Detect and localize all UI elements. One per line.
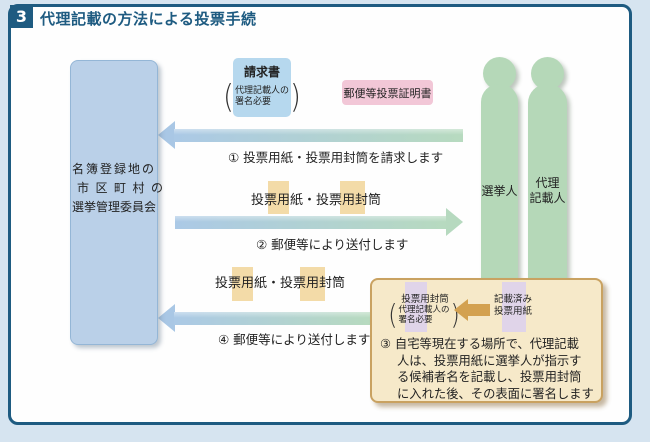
committee-line-1: 名簿登録地の: [71, 162, 156, 176]
envelope-note-text: 代理記載人の 署名必要: [398, 305, 449, 325]
arrow-body: [467, 304, 490, 316]
request-note-line-1: 代理記載人の: [234, 85, 289, 96]
step1-label: ① 投票用紙・投票用封筒を請求します: [228, 150, 444, 165]
request-note-text: 代理記載人の 署名必要: [235, 86, 289, 108]
step3-box: 投票用封筒 ( 代理記載人の 署名必要 ) 記載済み 投票用紙 ③ 自宅等現在す…: [370, 278, 603, 403]
arrow-head-left-icon: [158, 304, 175, 332]
arrow-body: [174, 128, 463, 142]
arrow-head-right-icon: [446, 208, 463, 236]
transfer-arrow-left: [454, 299, 490, 321]
open-paren: (: [223, 77, 234, 116]
arrow-step4-left: [158, 304, 370, 332]
ballot-highlight: [268, 181, 289, 214]
mid-item-label: 投票用紙・投票用封筒: [251, 193, 382, 208]
low-item-label: 投票用紙・投票用封筒: [215, 276, 346, 291]
step3-line-2: 人は、投票用紙に選挙人が指示す: [397, 353, 582, 368]
request-note-line-2: 署名必要: [234, 96, 271, 107]
arrow-body: [174, 311, 370, 325]
arrow-body: [175, 215, 447, 229]
arrow-step2-right: [175, 208, 463, 236]
close-paren: ): [290, 77, 301, 116]
step4-label: ④ 郵便等により送付します: [218, 332, 371, 347]
step3-line-3: る候補者名を記載し、投票用封筒: [397, 370, 582, 384]
proxy-label-line-1: 代理: [535, 176, 560, 190]
step3-line-4: に入れた後、その表面に署名します: [397, 386, 594, 401]
request-document-box: 請求書 ( 代理記載人の 署名必要 ): [223, 58, 301, 117]
envelope-title: 投票用封筒: [401, 294, 449, 305]
open-paren: (: [388, 298, 398, 332]
page-title: 代理記載の方法による投票手続: [40, 10, 257, 28]
elector-label: 選挙人: [481, 184, 518, 198]
envelope-highlight: [340, 181, 365, 214]
committee-line-2: 市区町村の: [77, 181, 170, 195]
request-document-note: ( 代理記載人の 署名必要 ): [216, 77, 308, 116]
step2-label: ② 郵便等により送付します: [256, 237, 409, 252]
section-number-badge: 3: [10, 5, 33, 28]
envelope-purple-highlight: [405, 282, 427, 332]
ballot-highlight: [232, 267, 253, 301]
proxy-label: 代理 記載人: [528, 176, 567, 206]
arrow-step1-left: [158, 121, 463, 149]
envelope-note-line-2: 署名必要: [398, 315, 433, 325]
arrow-head-left-icon: [454, 299, 468, 321]
election-committee-box: 名簿登録地の 市区町村の 選挙管理委員会: [70, 60, 170, 345]
envelope-highlight: [300, 267, 325, 301]
request-document-title: 請求書: [243, 65, 280, 79]
proxy-label-line-2: 記載人: [529, 191, 566, 205]
step3-line-1: ③ 自宅等現在する場所で、代理記載: [380, 337, 579, 351]
ballot-purple-highlight: [502, 282, 526, 332]
committee-line-3: 選挙管理委員会: [71, 200, 156, 214]
postal-vote-certificate-box: 郵便等投票証明書: [342, 80, 433, 105]
envelope-note-line-1: 代理記載人の: [398, 305, 450, 315]
step3-description: ③ 自宅等現在する場所で、代理記載 人は、投票用紙に選挙人が指示す る候補者名を…: [380, 336, 594, 402]
ballot-label-line-1: 記載済み: [494, 294, 533, 305]
arrow-head-left-icon: [158, 121, 175, 149]
completed-ballot-label: 記載済み 投票用紙: [494, 294, 532, 318]
ballot-label-line-2: 投票用紙: [494, 306, 533, 317]
